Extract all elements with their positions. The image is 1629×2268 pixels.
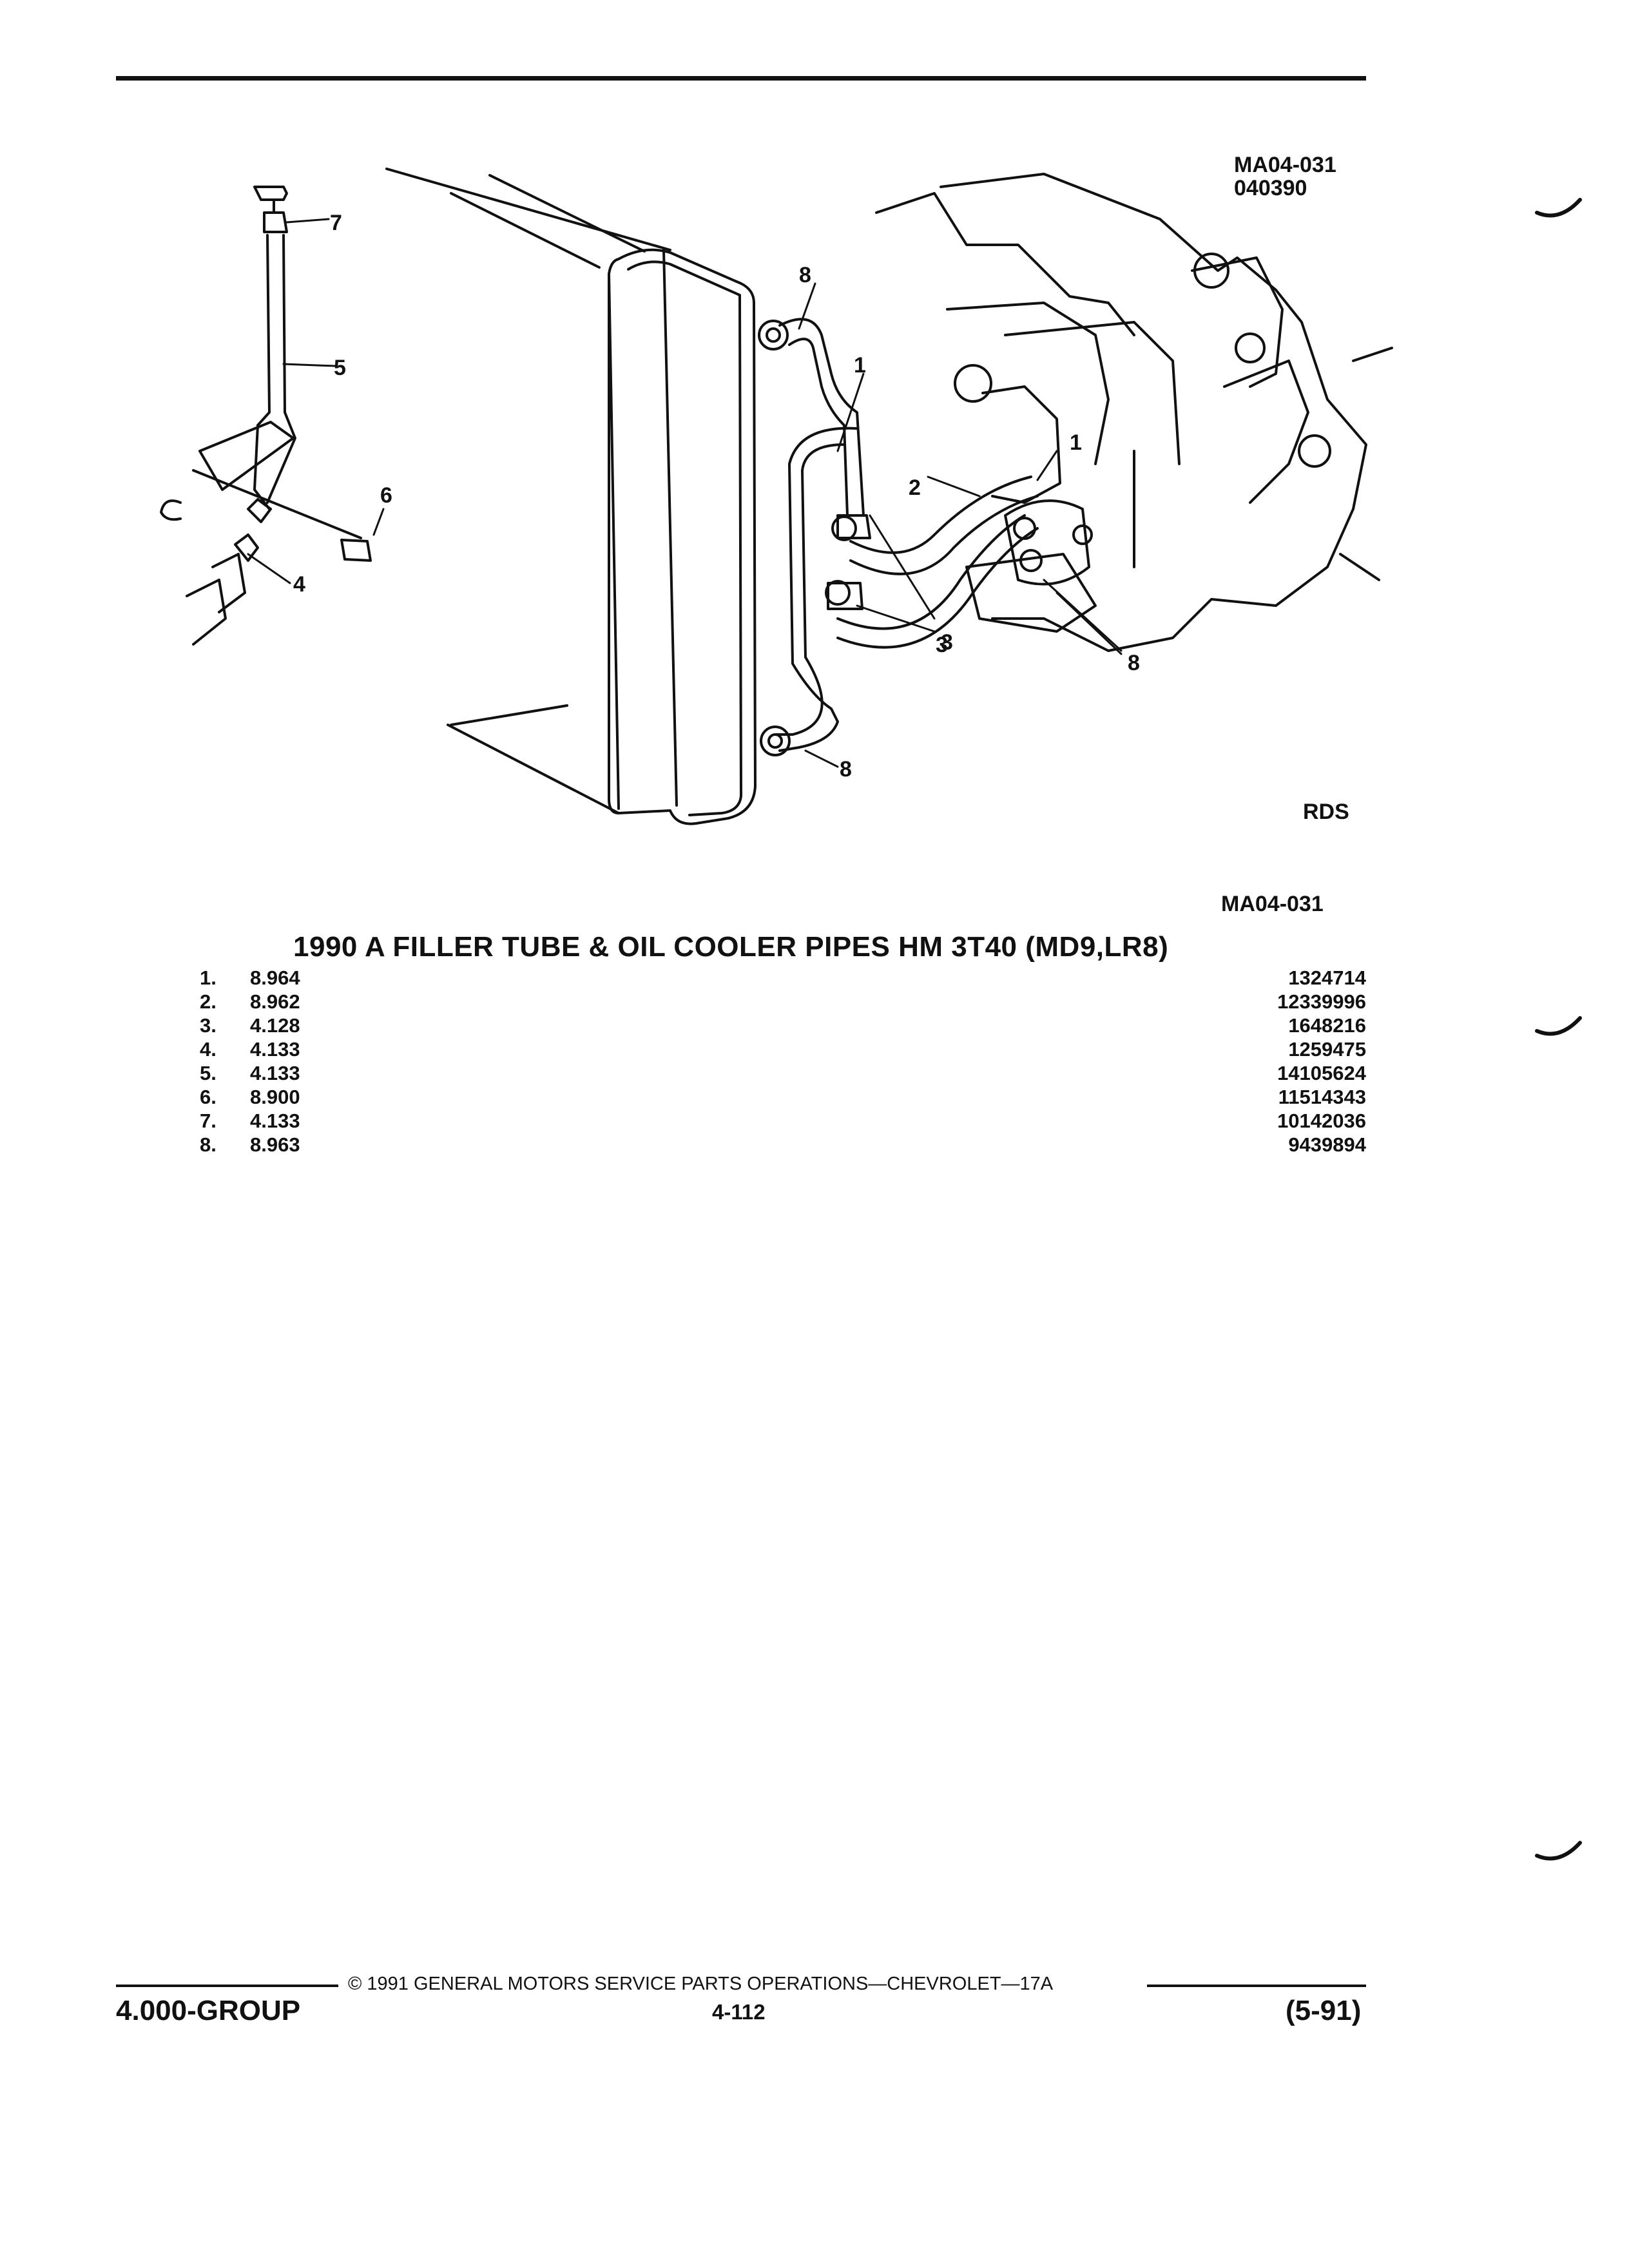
part-number: 1648216 [1288,1014,1366,1037]
callout-8-top: 8 [799,263,811,287]
callout-4: 4 [293,572,305,597]
part-index: 2. [200,990,217,1013]
part-category: 8.964 [250,966,300,989]
cooler-pipes-drawing [758,318,1039,756]
callout-7: 7 [330,211,342,235]
part-number: 11514343 [1278,1086,1366,1108]
part-category: 8.900 [250,1086,300,1108]
figure-code-2: 040390 [1234,176,1307,200]
parts-row: 8.8.963NUT ,INV FLR 5/16 TUBE 1/2-20 STL… [193,1133,1373,1157]
callout-6: 6 [380,483,392,508]
callout-3-top: 3 [941,630,953,655]
callout-2: 2 [909,476,921,500]
binder-mark-2 [1535,1016,1582,1036]
figure-code-1: MA04-031 [1234,153,1336,177]
side-label: RDS [1303,800,1349,824]
top-rule [116,76,1366,81]
parts-row: 1.8.964TUBING (BULK),5/16"OD X25'(AR) ..… [193,966,1373,990]
part-category: 4.128 [250,1014,300,1037]
part-index: 4. [200,1038,217,1061]
footer-page-number: 4-112 [712,2000,766,2024]
part-index: 7. [200,1110,217,1132]
leader-lines [247,218,1123,768]
parts-illustration: 7 5 6 4 8 1 2 3 1 8 3 8 [160,168,1393,825]
callout-8-bottom: 8 [840,757,852,782]
part-number: 1259475 [1288,1038,1366,1061]
transmission-drawing [875,173,1393,652]
parts-list: 1.8.964TUBING (BULK),5/16"OD X25'(AR) ..… [193,966,1373,1157]
part-index: 6. [200,1086,217,1108]
part-number: 9439894 [1288,1133,1366,1156]
callout-5: 5 [334,356,346,380]
page-title: 1990 A FILLER TUBE & OIL COOLER PIPES HM… [293,931,1169,963]
parts-row: 2.8.962HOSE ,7.9 MM X 3050 MM LGTH (BULK… [193,990,1373,1014]
parts-row: 4.4.133SEAL ,TRANS FLUID FIL TUBE ......… [193,1038,1373,1062]
callout-1-left: 1 [854,353,866,378]
part-number: 10142036 [1277,1110,1366,1132]
binder-mark-3 [1535,1841,1582,1861]
footer-revision: (5-91) [1286,1995,1362,2026]
footer-group: 4.000-GROUP [116,1995,301,2026]
part-number: 1324714 [1288,966,1366,989]
part-index: 5. [200,1062,217,1084]
part-category: 4.133 [250,1038,300,1061]
parts-row: 6.8.900BOLT ,HFH,M8X1.25X20,10.9,POR,FUL… [193,1086,1373,1110]
part-number: 14105624 [1277,1062,1366,1084]
callout-8-right: 8 [1128,651,1140,675]
figure-code: MA04-031 040390 [1234,153,1336,200]
part-category: 8.963 [250,1133,300,1156]
binder-mark-1 [1535,198,1582,218]
parts-row: 3.4.128CLAMP ,OIL CLR HOSE (1990) ......… [193,1014,1373,1038]
bottom-figure-code: MA04-031 [1221,892,1324,916]
footer-rule-left [116,1984,338,1987]
footer-rule-right [1147,1984,1366,1987]
part-category: 8.962 [250,990,300,1013]
part-index: 3. [200,1014,217,1037]
parts-row: 7.4.133INDICATOR ,FLUID LVL (DIP-STICK) … [193,1110,1373,1133]
callout-1-right: 1 [1070,430,1082,455]
callout-3-bottom: 3 [936,633,948,657]
part-category: 4.133 [250,1062,300,1084]
footer-copyright: © 1991 GENERAL MOTORS SERVICE PARTS OPER… [348,1974,1054,1994]
part-index: 8. [200,1133,217,1156]
part-category: 4.133 [250,1110,300,1132]
parts-row: 5.4.133TUBE ,TRANS FLUID FIL ...........… [193,1062,1373,1086]
part-index: 1. [200,966,217,989]
radiator-drawing [385,168,757,825]
dipstick-drawing [160,186,372,646]
part-number: 12339996 [1277,990,1366,1013]
